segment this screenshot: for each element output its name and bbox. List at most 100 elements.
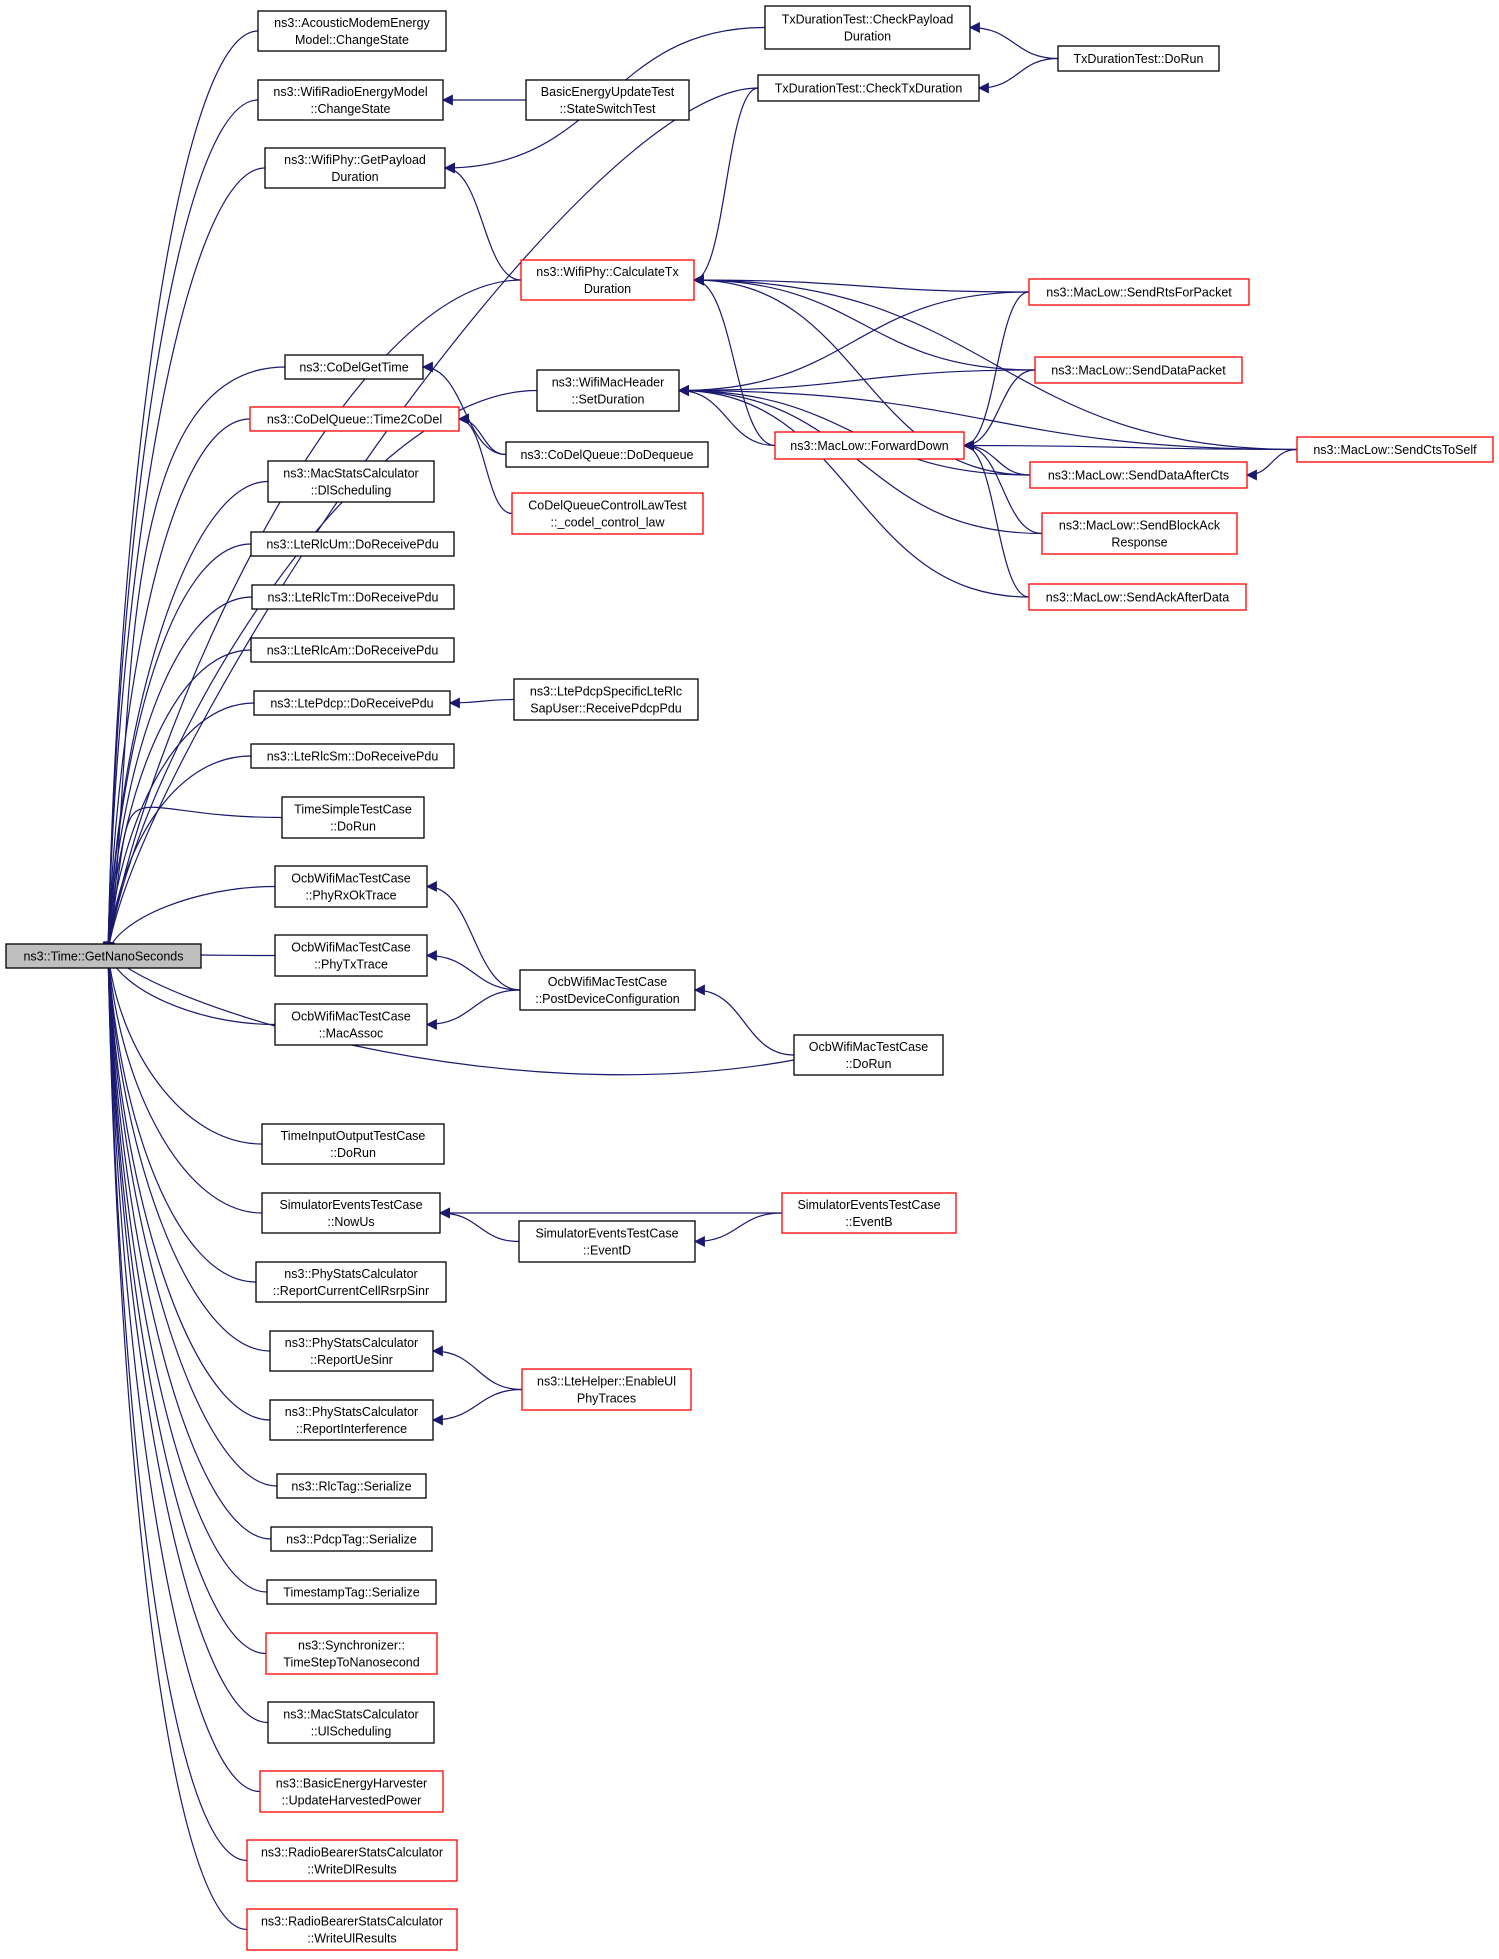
edge-mldp-to-mlfd [962, 369, 1036, 451]
node-label: ns3::Time::GetNanoSeconds [23, 950, 183, 964]
node-pdcptag[interactable]: ns3::PdcpTag::Serialize [270, 1526, 433, 1552]
node-setcnu[interactable]: SimulatorEventsTestCase::NowUs [261, 1192, 441, 1234]
node-label: ns3::MacLow::SendDataPacket [1051, 364, 1226, 378]
node-label: PhyTraces [577, 1392, 636, 1406]
edge-lpscr-to-pdcprx [448, 697, 515, 709]
node-label: Response [1111, 536, 1167, 550]
node-mlaad[interactable]: ns3::MacLow::SendAckAfterData [1028, 583, 1247, 611]
node-mscdl[interactable]: ns3::MacStatsCalculator::DlScheduling [267, 460, 435, 503]
node-label: ::ReportUeSinr [310, 1353, 393, 1367]
node-pscint[interactable]: ns3::PhyStatsCalculator::ReportInterfere… [269, 1399, 434, 1441]
edge-mlaad-to-mlfd [962, 440, 1030, 598]
node-tiotc[interactable]: TimeInputOutputTestCase::DoRun [261, 1123, 445, 1165]
node-ocbtx[interactable]: OcbWifiMacTestCase::PhyTxTrace [274, 934, 428, 977]
edge-tddr-to-tdtctx [977, 57, 1059, 94]
node-label: ns3::MacLow::SendAckAfterData [1046, 591, 1229, 605]
node-ocbrx[interactable]: OcbWifiMacTestCase::PhyRxOkTrace [274, 865, 428, 908]
edge-mlbar-to-mlfd [962, 440, 1043, 535]
node-root[interactable]: ns3::Time::GetNanoSeconds [5, 943, 202, 969]
node-tddr[interactable]: TxDurationTest::DoRun [1057, 45, 1220, 72]
node-box [259, 1770, 444, 1813]
edge-mlcts-to-wpctd [692, 274, 1298, 451]
edge-ocbpdc-to-ocbtx [425, 950, 521, 991]
node-wrem[interactable]: ns3::WifiRadioEnergyModel::ChangeState [257, 79, 444, 121]
node-seteb[interactable]: SimulatorEventsTestCase::EventB [781, 1192, 957, 1234]
node-mlcts[interactable]: ns3::MacLow::SendCtsToSelf [1296, 436, 1494, 463]
node-label: ns3::PhyStatsCalculator [284, 1267, 417, 1281]
node-box [264, 147, 446, 189]
node-label: ns3::LteRlcAm::DoReceivePdu [267, 644, 439, 658]
node-seted[interactable]: SimulatorEventsTestCase::EventD [518, 1220, 696, 1263]
edge-tdtctx-to-root [104, 87, 759, 954]
edge-ltehul-to-pscue [431, 1345, 523, 1391]
node-tdtctx[interactable]: TxDurationTest::CheckTxDuration [757, 74, 980, 102]
node-lpscr[interactable]: ns3::LtePdcpSpecificLteRlcSapUser::Recei… [513, 678, 699, 721]
node-label: ::PostDeviceConfiguration [535, 992, 680, 1006]
node-box [1041, 512, 1238, 555]
node-pscrsrp[interactable]: ns3::PhyStatsCalculator::ReportCurrentCe… [255, 1261, 447, 1303]
node-box [1296, 436, 1494, 463]
node-mldac[interactable]: ns3::MacLow::SendDataAfterCts [1029, 461, 1248, 489]
edge-mlfd-to-wpctd [692, 274, 776, 447]
node-label: OcbWifiMacTestCase [291, 941, 411, 955]
edge-umrx-to-root [102, 543, 252, 954]
nodes-layer: ns3::Time::GetNanoSeconds ns3::AcousticMo… [5, 5, 1494, 1951]
edge-mlcts-to-mlfd [962, 440, 1298, 452]
node-rlctag[interactable]: ns3::RlcTag::Serialize [276, 1473, 427, 1499]
node-label: ns3::LteHelper::EnableUl [537, 1375, 676, 1389]
node-label: ns3::RadioBearerStatsCalculator [261, 1846, 443, 1860]
node-amrx[interactable]: ns3::LteRlcAm::DoReceivePdu [250, 637, 455, 663]
node-box [511, 492, 704, 535]
node-box [255, 1261, 447, 1303]
edge-cdclt-to-cdqt2 [457, 413, 513, 515]
node-aeme[interactable]: ns3::AcousticModemEnergyModel::ChangeSta… [257, 10, 447, 52]
node-box [521, 1368, 692, 1411]
node-label: ::DoRun [330, 820, 376, 834]
edge-ocbpdc-to-ocbrx [425, 881, 521, 991]
node-cdgt[interactable]: ns3::CoDelGetTime [284, 354, 424, 380]
edge-rbdl-to-root [102, 950, 248, 1862]
node-box [261, 1123, 445, 1165]
node-box [518, 1220, 696, 1263]
node-box [274, 865, 428, 908]
node-pscue[interactable]: ns3::PhyStatsCalculator::ReportUeSinr [269, 1330, 434, 1372]
node-ocbpdc[interactable]: OcbWifiMacTestCase::PostDeviceConfigurat… [519, 969, 696, 1011]
node-ocbdr[interactable]: OcbWifiMacTestCase::DoRun [793, 1034, 944, 1076]
edge-mlrts-to-wmhsd [677, 291, 1030, 396]
node-mlfd[interactable]: ns3::MacLow::ForwardDown [774, 431, 965, 460]
node-label: ::StateSwitchTest [560, 102, 656, 116]
node-rbdl[interactable]: ns3::RadioBearerStatsCalculator::WriteDl… [246, 1839, 458, 1882]
node-rbul[interactable]: ns3::RadioBearerStatsCalculator::WriteUl… [246, 1908, 458, 1951]
node-box [1028, 278, 1250, 306]
node-cdclt[interactable]: CoDelQueueControlLawTest::_codel_control… [511, 492, 704, 535]
node-smrx[interactable]: ns3::LteRlcSm::DoReceivePdu [250, 743, 455, 769]
node-sync[interactable]: ns3::Synchronizer::TimeStepToNanosecond [265, 1632, 438, 1675]
node-cdqt2[interactable]: ns3::CoDelQueue::Time2CoDel [249, 406, 460, 432]
node-tstc[interactable]: TimeSimpleTestCase::DoRun [281, 796, 425, 839]
node-beh[interactable]: ns3::BasicEnergyHarvester::UpdateHarvest… [259, 1770, 444, 1813]
edge-ocbdr-to-ocbpdc [693, 984, 795, 1056]
node-cdqdd[interactable]: ns3::CoDelQueue::DoDequeue [505, 441, 709, 468]
node-umrx[interactable]: ns3::LteRlcUm::DoReceivePdu [250, 531, 455, 557]
node-beut[interactable]: BasicEnergyUpdateTest::StateSwitchTest [525, 79, 690, 121]
node-wmhsd[interactable]: ns3::WifiMacHeader::SetDuration [536, 369, 680, 412]
node-pdcprx[interactable]: ns3::LtePdcp::DoReceivePdu [253, 690, 451, 716]
node-mlrts[interactable]: ns3::MacLow::SendRtsForPacket [1028, 278, 1250, 306]
node-mldp[interactable]: ns3::MacLow::SendDataPacket [1034, 356, 1243, 384]
node-ocbma[interactable]: OcbWifiMacTestCase::MacAssoc [274, 1003, 428, 1046]
node-box [269, 1330, 434, 1372]
node-label: ns3::MacLow::SendBlockAck [1059, 519, 1221, 533]
node-label: TxDurationTest::CheckTxDuration [775, 82, 963, 96]
node-label: ::UlScheduling [311, 1725, 392, 1739]
node-tstag[interactable]: TimestampTag::Serialize [266, 1579, 437, 1605]
node-mscul[interactable]: ns3::MacStatsCalculator::UlScheduling [267, 1701, 435, 1744]
node-box [513, 678, 699, 721]
node-tmrx[interactable]: ns3::LteRlcTm::DoReceivePdu [251, 584, 455, 610]
node-label: ns3::LteRlcSm::DoReceivePdu [267, 750, 439, 764]
